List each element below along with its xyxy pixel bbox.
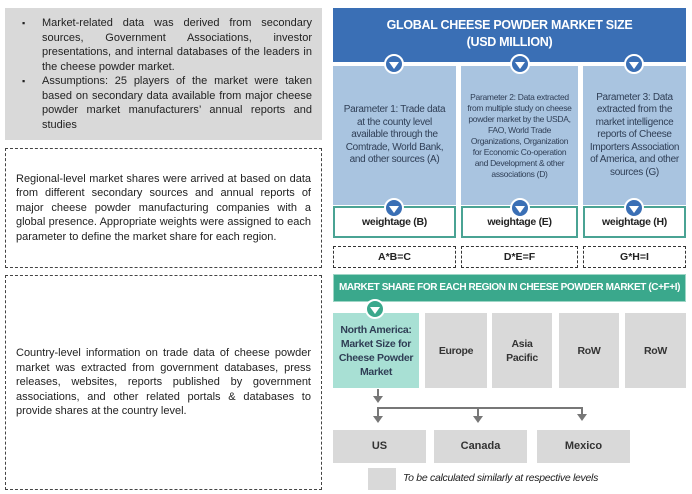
connector [377,407,583,409]
parameter-3-text: Parameter 3: Data extracted from the mar… [589,91,680,178]
arrow-icon [473,416,483,423]
legend-swatch [368,468,396,490]
parameter-2: Parameter 2: Data extracted from multipl… [461,66,578,205]
down-arrow-icon [384,54,404,74]
formula-c: A*B=C [333,246,456,268]
connector [377,389,379,397]
arrow-icon [577,414,587,421]
region-asia-pacific: Asia Pacific [492,313,552,388]
country-note-text: Country-level information on trade data … [16,347,311,418]
down-arrow-icon [624,54,644,74]
weightage-b: weightage (B) [333,206,456,238]
market-share-bar: MARKET SHARE FOR EACH REGION IN CHEESE P… [333,274,686,302]
formula-f: D*E=F [461,246,578,268]
parameter-1-text: Parameter 1: Trade data at the county le… [343,104,446,166]
region-europe: Europe [425,313,487,388]
methodology-notes: Market-related data was derived from sec… [5,8,322,140]
parameter-2-text: Parameter 2: Data extracted from multipl… [467,91,572,179]
global-market-size-header: GLOBAL CHEESE POWDER MARKET SIZE (USD MI… [333,8,686,62]
down-arrow-icon [510,198,530,218]
formula-i: G*H=I [583,246,686,268]
country-canada: Canada [434,430,527,463]
down-arrow-icon [384,198,404,218]
connector [477,407,479,417]
country-us: US [333,430,426,463]
header-title: GLOBAL CHEESE POWDER MARKET SIZE [386,18,633,32]
down-arrow-icon [624,198,644,218]
legend-text: To be calculated similarly at respective… [403,472,599,484]
down-arrow-icon [365,299,385,319]
region-row: RoW [625,313,686,388]
region-row: RoW [559,313,619,388]
arrow-icon [373,396,383,403]
region-north-america: North America: Market Size for Cheese Po… [333,313,419,388]
arrow-icon [373,416,383,423]
down-arrow-icon [510,54,530,74]
note-bullet: Market-related data was derived from sec… [17,16,312,74]
regional-note: Regional-level market shares were arrive… [5,148,322,268]
country-mexico: Mexico [537,430,630,463]
country-note: Country-level information on trade data … [5,275,322,490]
header-unit: (USD MILLION) [466,35,553,49]
parameter-3: Parameter 3: Data extracted from the mar… [583,66,686,205]
connector [581,407,583,415]
connector [377,407,379,417]
regional-note-text: Regional-level market shares were arrive… [16,172,311,243]
note-bullet: Assumptions: 25 players of the market we… [17,74,312,132]
parameter-1: Parameter 1: Trade data at the county le… [333,66,456,205]
